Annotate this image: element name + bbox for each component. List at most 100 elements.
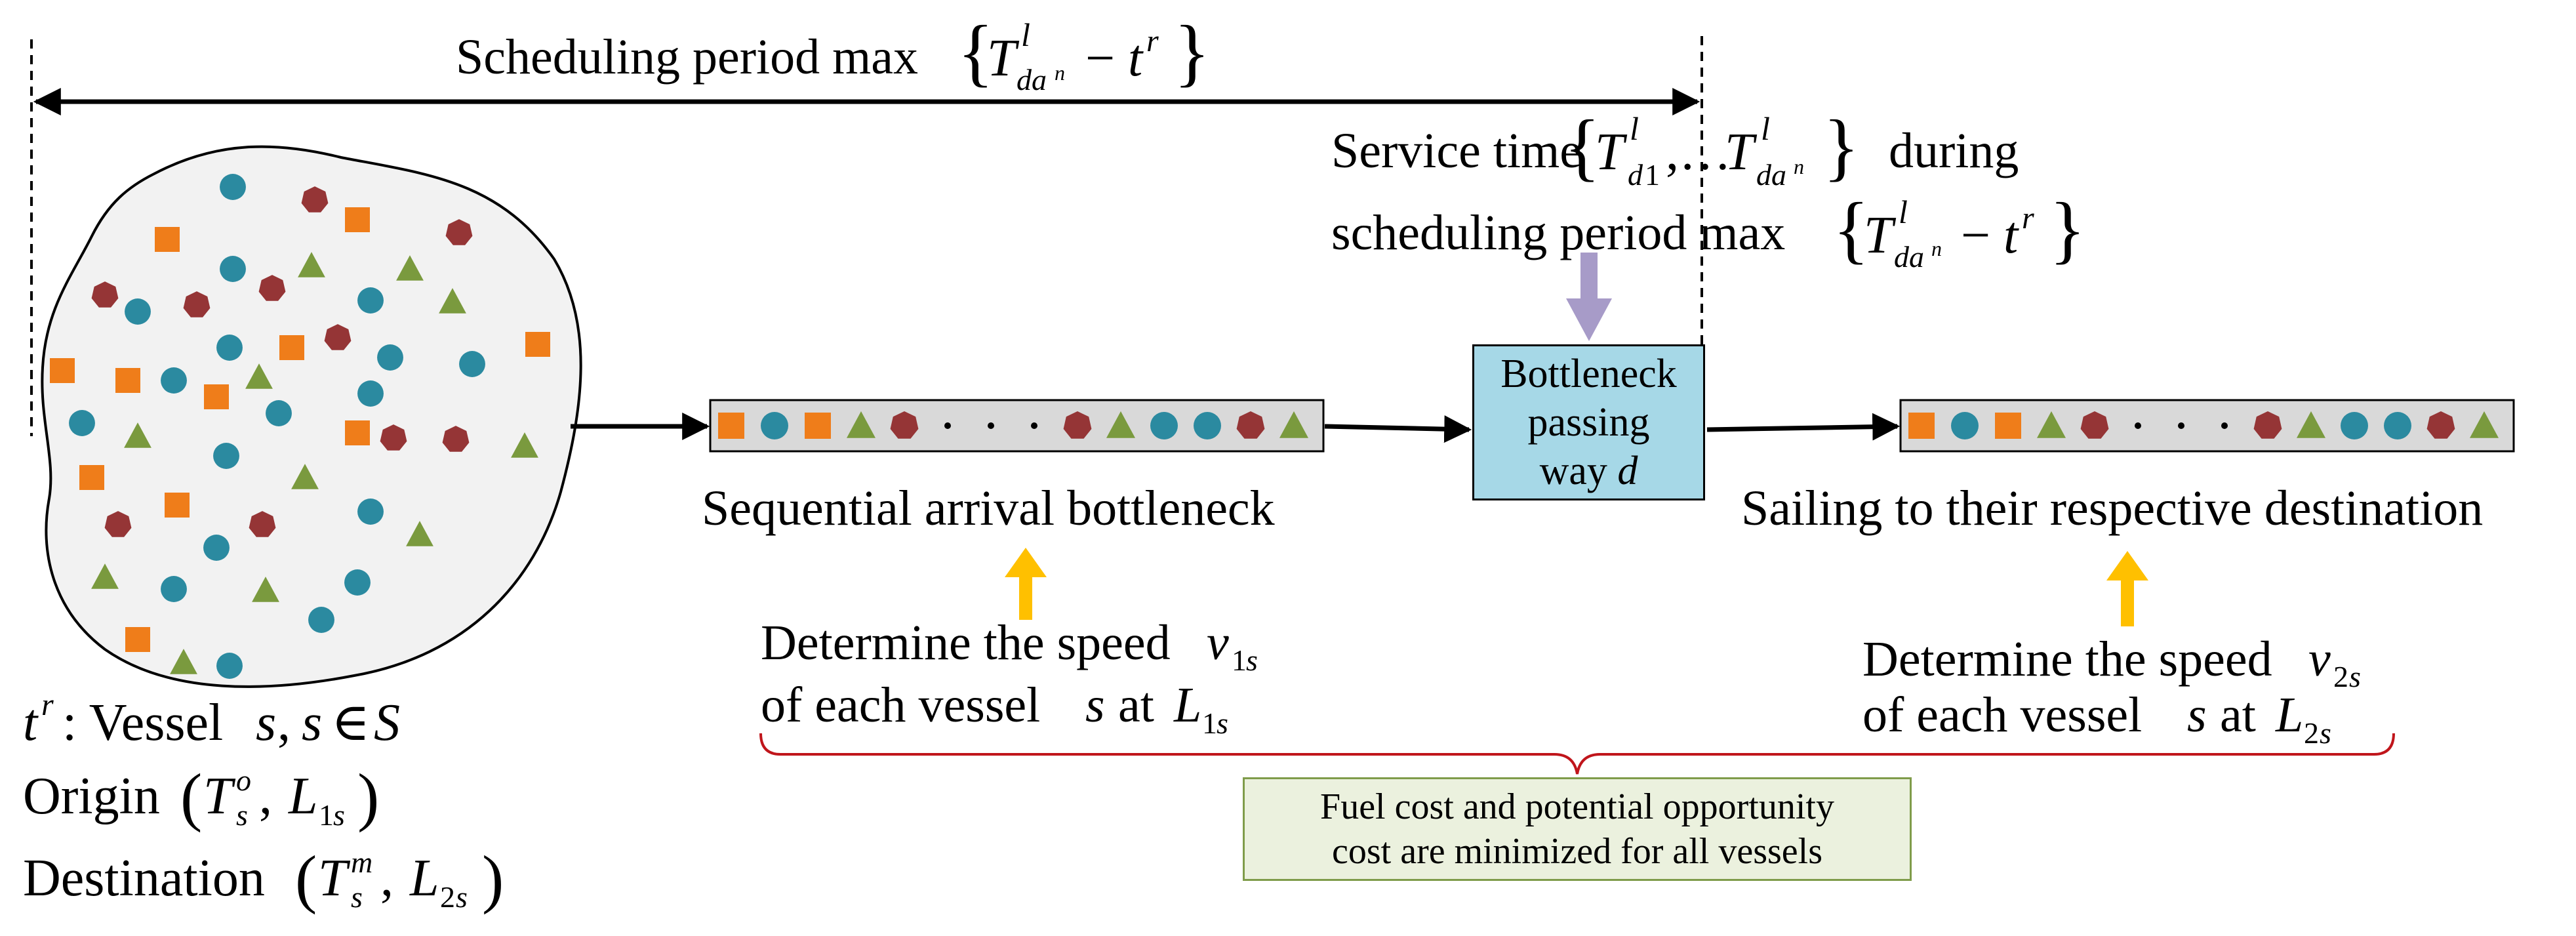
svg-text:s: s xyxy=(333,798,345,832)
square-vessel-icon xyxy=(345,207,370,232)
svg-text:of each vessel: of each vessel xyxy=(1862,687,2142,743)
svg-text:s: s xyxy=(456,880,468,914)
hexagon-vessel-icon xyxy=(301,186,329,213)
circle-vessel-icon xyxy=(1150,412,1178,439)
circle-vessel-icon xyxy=(377,344,403,371)
svg-text:scheduling period max: scheduling period max xyxy=(1331,205,1785,260)
circle-vessel-icon xyxy=(216,335,243,361)
svg-text:Destination: Destination xyxy=(23,849,265,907)
arrival-queue xyxy=(709,399,1325,453)
svg-text:Determine the speed: Determine the speed xyxy=(1862,632,2272,687)
svg-text:s: s xyxy=(1246,643,1258,677)
arrival-queue-vessels xyxy=(718,411,1308,439)
triangle-vessel-icon xyxy=(1279,411,1308,438)
svg-text:{: { xyxy=(1564,105,1600,188)
circle-vessel-icon xyxy=(161,367,187,394)
svg-text:(: ( xyxy=(295,842,317,915)
svg-text:Determine the speed: Determine the speed xyxy=(761,615,1171,670)
hexagon-vessel-icon xyxy=(380,424,407,451)
svg-text:L: L xyxy=(2275,687,2303,743)
dot-vessel-icon xyxy=(2221,422,2228,429)
triangle-vessel-icon xyxy=(91,563,119,589)
right-speed-text: Determine the speed v 2 s of each vessel… xyxy=(1862,632,2361,750)
svg-text:L: L xyxy=(288,767,318,825)
sequential-arrival-caption: Sequential arrival bottleneck xyxy=(702,481,1275,536)
dot-vessel-icon xyxy=(1031,422,1037,429)
triangle-vessel-icon xyxy=(291,464,319,489)
svg-text:Origin: Origin xyxy=(23,767,160,825)
svg-text:(: ( xyxy=(180,760,202,833)
dot-vessel-icon xyxy=(988,422,994,429)
square-vessel-icon xyxy=(805,413,831,439)
svg-text:Service time: Service time xyxy=(1331,123,1582,178)
circle-vessel-icon xyxy=(2341,412,2368,439)
svg-text:): ) xyxy=(482,842,504,915)
square-vessel-icon xyxy=(525,332,550,357)
circle-vessel-icon xyxy=(220,174,246,200)
hexagon-vessel-icon xyxy=(183,291,211,317)
svg-text:m: m xyxy=(351,845,372,879)
svg-text:,: , xyxy=(380,849,393,907)
svg-text:2: 2 xyxy=(440,880,455,914)
vessel-shapes xyxy=(50,174,550,679)
svg-text:d: d xyxy=(1628,158,1643,192)
right-speed-arrow xyxy=(2106,551,2148,626)
svg-text:s: s xyxy=(236,798,248,832)
svg-text:da: da xyxy=(1756,158,1786,192)
svg-text:s: s xyxy=(256,694,276,752)
svg-text:}: } xyxy=(1823,105,1859,188)
circle-vessel-icon xyxy=(125,298,151,325)
svg-text:2: 2 xyxy=(2333,660,2348,693)
svg-text:l: l xyxy=(1899,193,1908,230)
hexagon-vessel-icon xyxy=(890,411,919,439)
triangle-vessel-icon xyxy=(511,432,538,458)
triangle-vessel-icon xyxy=(396,255,424,281)
svg-text:n: n xyxy=(1055,61,1065,85)
svg-text:r: r xyxy=(2022,201,2034,235)
objective-line1: Fuel cost and potential opportunity xyxy=(1320,786,1834,827)
svg-text:−: − xyxy=(1961,207,1990,264)
svg-text:during: during xyxy=(1889,123,2019,178)
bottleneck-line3: way d xyxy=(1539,449,1638,493)
square-vessel-icon xyxy=(345,420,370,445)
svg-text:r: r xyxy=(1146,24,1159,58)
departure-queue-vessels xyxy=(1908,411,2499,439)
hexagon-vessel-icon xyxy=(2426,411,2455,439)
left-speed-arrow xyxy=(1005,548,1047,620)
hexagon-vessel-icon xyxy=(2080,411,2109,439)
svg-text:s: s xyxy=(2349,660,2361,693)
left-speed-text: Determine the speed v 1 s of each vessel… xyxy=(761,615,1258,740)
triangle-vessel-icon xyxy=(2470,411,2499,438)
dot-vessel-icon xyxy=(944,422,951,429)
bottleneck-line2: passing xyxy=(1527,400,1650,445)
arrow-to-bottleneck xyxy=(1324,415,1472,443)
triangle-vessel-icon xyxy=(252,577,279,602)
svg-text:}: } xyxy=(2049,188,2085,271)
circle-vessel-icon xyxy=(1951,412,1979,439)
svg-text:1: 1 xyxy=(319,798,334,832)
svg-text:2: 2 xyxy=(2304,716,2319,750)
circle-vessel-icon xyxy=(357,380,384,407)
circle-vessel-icon xyxy=(459,351,485,377)
svg-text:l: l xyxy=(1630,110,1639,147)
circle-vessel-icon xyxy=(266,400,292,426)
svg-text:l: l xyxy=(1761,110,1770,147)
hexagon-vessel-icon xyxy=(445,219,473,245)
svg-text:t: t xyxy=(23,694,39,752)
hexagon-vessel-icon xyxy=(442,426,470,452)
svg-text:S: S xyxy=(374,694,400,752)
dot-vessel-icon xyxy=(2135,422,2141,429)
triangle-vessel-icon xyxy=(170,649,197,674)
dot-vessel-icon xyxy=(2178,422,2184,429)
svg-text:o: o xyxy=(236,763,251,797)
circle-vessel-icon xyxy=(2384,412,2411,439)
svg-text:L: L xyxy=(1173,678,1201,733)
hexagon-vessel-icon xyxy=(1063,411,1092,439)
triangle-vessel-icon xyxy=(406,521,433,546)
svg-text:,: , xyxy=(259,767,272,825)
svg-text:1: 1 xyxy=(1202,706,1217,740)
svg-text:l: l xyxy=(1021,16,1030,53)
square-vessel-icon xyxy=(50,358,75,383)
